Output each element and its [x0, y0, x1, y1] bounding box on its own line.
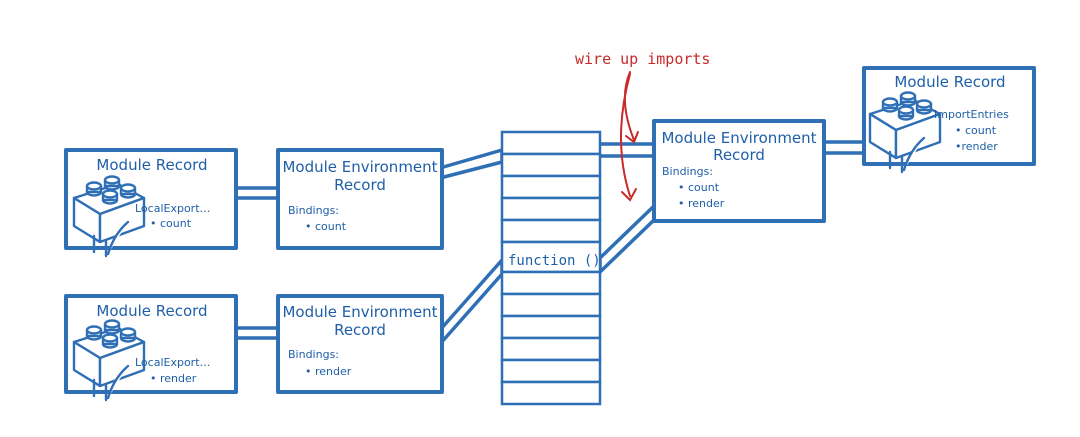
module-record-1-title: Module Record	[96, 156, 207, 174]
wire-env1-memory	[438, 148, 504, 180]
module-env-record-3-binding-render: • render	[678, 197, 725, 210]
annotation-text: wire up imports	[575, 50, 710, 68]
wire-env3-record3	[822, 140, 864, 155]
arrow-head-icon	[621, 188, 637, 202]
module-env-record-3-title-line2: Record	[713, 146, 765, 164]
module-env-record-2: Module Environment Record Bindings: • re…	[276, 294, 444, 394]
module-env-record-2-binding-render: • render	[305, 365, 352, 378]
module-env-record-2-title-line1: Module Environment	[282, 303, 437, 321]
module-record-2-entry-render: • render	[150, 372, 197, 385]
module-record-3-entry-render: •render	[955, 140, 998, 153]
module-record-1: Module Record LocalExport… • count	[64, 148, 238, 258]
module-env-record-2-title-line2: Record	[334, 321, 386, 339]
module-env-record-3-bindings-label: Bindings:	[662, 165, 713, 178]
wire-env2-memory	[438, 258, 504, 346]
module-env-record-1-binding-count: • count	[305, 220, 347, 233]
module-env-record-1-box	[276, 148, 444, 250]
function-label: function ()	[508, 253, 601, 269]
memory-stack: function ()	[500, 130, 602, 406]
wire-up-imports-annotation: wire up imports	[575, 50, 710, 202]
module-env-record-1-bindings-label: Bindings:	[288, 204, 339, 217]
arrow-head-icon	[625, 131, 639, 144]
module-record-3-title: Module Record	[894, 73, 1005, 91]
module-record-1-entries-label: LocalExport…	[135, 202, 211, 215]
wire-memory-env3-top	[600, 142, 654, 158]
wire-memory-env3-bottom	[598, 204, 656, 274]
module-env-record-1-title-line1: Module Environment	[282, 158, 437, 176]
annotation-arrow-count	[623, 71, 635, 141]
module-env-record-2-bindings-label: Bindings:	[288, 348, 339, 361]
wires	[235, 140, 864, 346]
module-env-record-3-title-line1: Module Environment	[661, 129, 816, 147]
annotation-arrow-render	[620, 73, 631, 197]
module-record-2: Module Record LocalExport… • render	[64, 294, 238, 402]
module-record-2-title: Module Record	[96, 302, 207, 320]
module-record-3-entry-count: • count	[955, 124, 997, 137]
module-record-1-entry-count: • count	[150, 217, 192, 230]
module-env-record-1: Module Environment Record Bindings: • co…	[276, 148, 444, 250]
module-record-3-entries-label: ImportEntries	[934, 108, 1009, 121]
module-env-record-3-binding-count: • count	[678, 181, 720, 194]
module-record-3: Module Record ImportEntries • count •ren…	[862, 66, 1036, 174]
module-record-2-entries-label: LocalExport…	[135, 356, 211, 369]
module-env-record-2-box	[276, 294, 444, 394]
module-env-record-3-box	[652, 119, 826, 223]
wire-record1-env1	[235, 186, 278, 200]
module-env-record-3: Module Environment Record Bindings: • co…	[652, 119, 826, 223]
wire-record2-env2	[235, 326, 278, 340]
module-env-record-1-title-line2: Record	[334, 176, 386, 194]
